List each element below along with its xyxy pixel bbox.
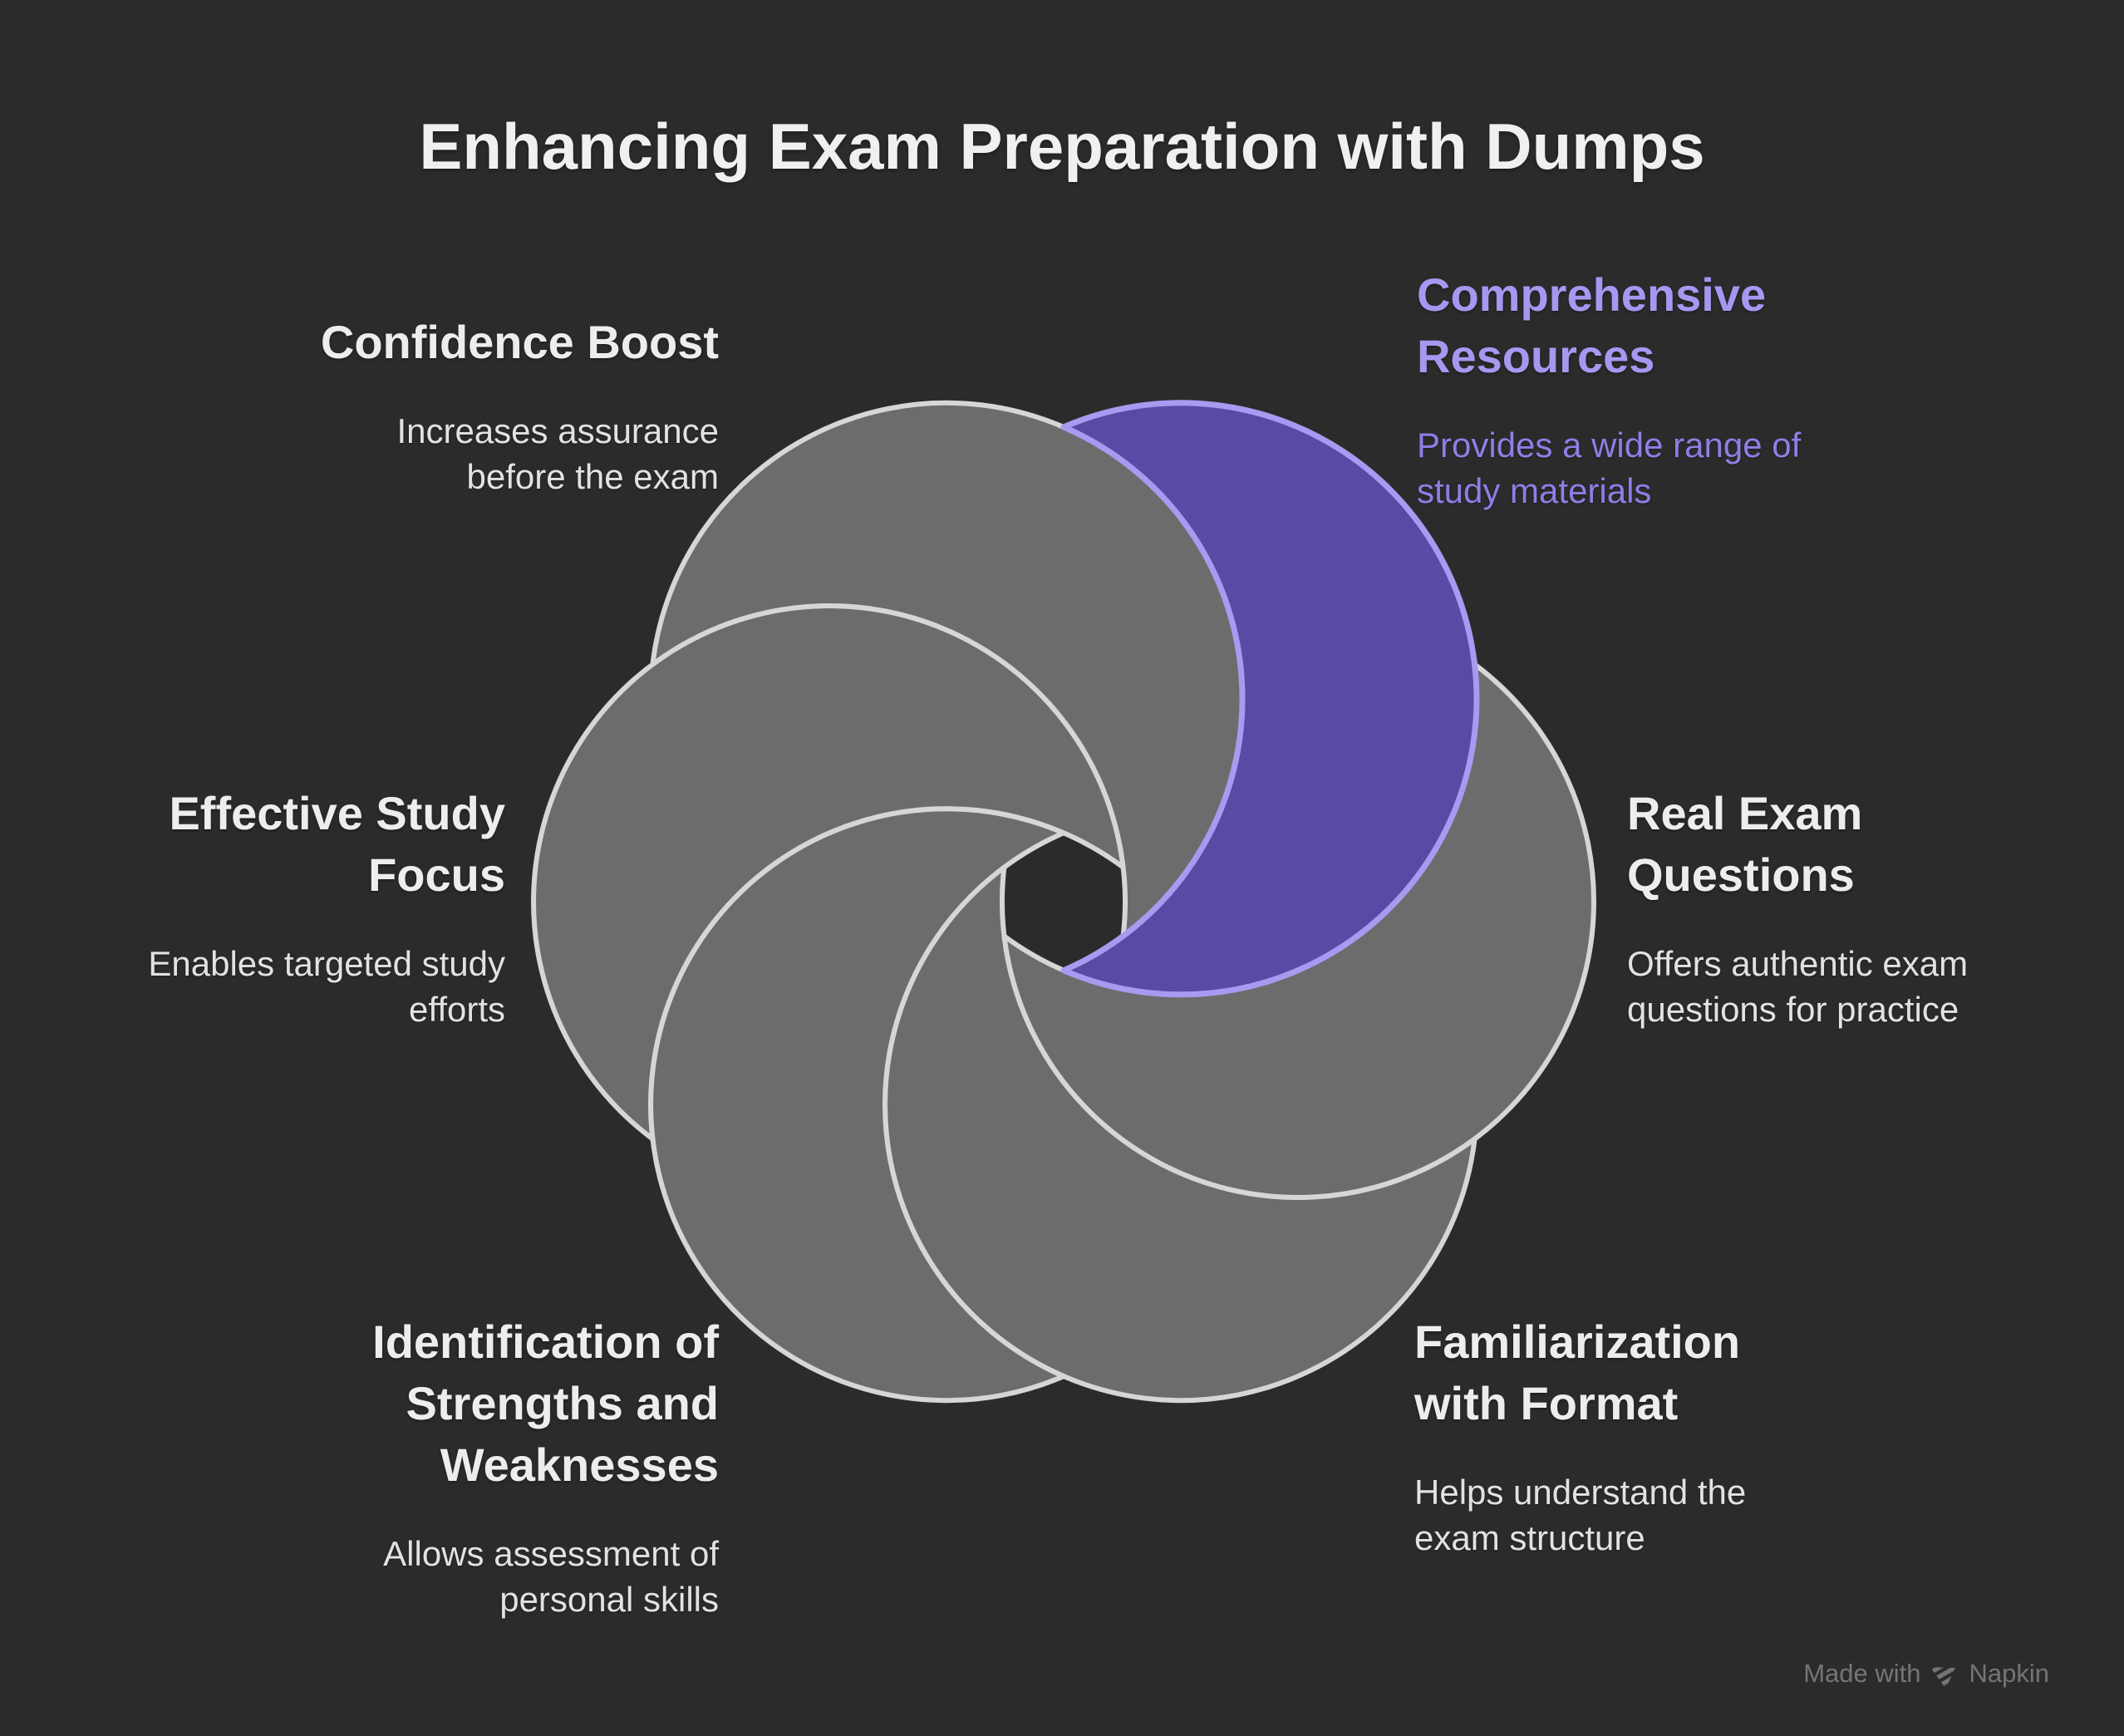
item-body-effective-study-focus: Enables targeted study efforts [148, 943, 505, 1029]
watermark-prefix: Made with [1803, 1659, 1921, 1688]
item-familiarization-with-format: Familiarization with Format Helps unders… [1414, 1311, 1746, 1561]
item-body-familiarization-with-format: Helps understand the exam structure [1414, 1472, 1747, 1557]
item-effective-study-focus: Effective Study Focus Enables targeted s… [148, 783, 505, 1032]
item-heading-effective-study-focus: Effective Study Focus [169, 787, 505, 901]
item-heading-comprehensive-resources: Comprehensive Resources [1417, 268, 1767, 382]
napkin-logo-icon [1930, 1660, 1959, 1688]
item-heading-real-exam-questions: Real Exam Questions [1627, 787, 1863, 901]
item-body-identification-strengths-weaknesses: Allows assessment of personal skills [383, 1533, 719, 1619]
item-confidence-boost: Confidence Boost Increases assurance bef… [321, 312, 719, 499]
item-body-confidence-boost: Increases assurance before the exam [396, 411, 719, 496]
item-heading-familiarization-with-format: Familiarization with Format [1414, 1316, 1741, 1429]
made-with-napkin-watermark: Made with Napkin [1803, 1659, 2049, 1689]
item-body-comprehensive-resources: Provides a wide range of study materials [1417, 425, 1802, 510]
item-heading-confidence-boost: Confidence Boost [320, 316, 719, 368]
item-real-exam-questions: Real Exam Questions Offers authentic exa… [1627, 783, 1968, 1032]
page-title: Enhancing Exam Preparation with Dumps [419, 110, 1705, 183]
watermark-brand: Napkin [1969, 1659, 2050, 1688]
item-identification-strengths-weaknesses: Identification of Strengths and Weakness… [372, 1311, 719, 1622]
item-heading-identification-strengths-weaknesses: Identification of Strengths and Weakness… [372, 1316, 719, 1491]
item-body-real-exam-questions: Offers authentic exam questions for prac… [1627, 943, 1969, 1029]
item-comprehensive-resources: Comprehensive Resources Provides a wide … [1417, 264, 1801, 514]
